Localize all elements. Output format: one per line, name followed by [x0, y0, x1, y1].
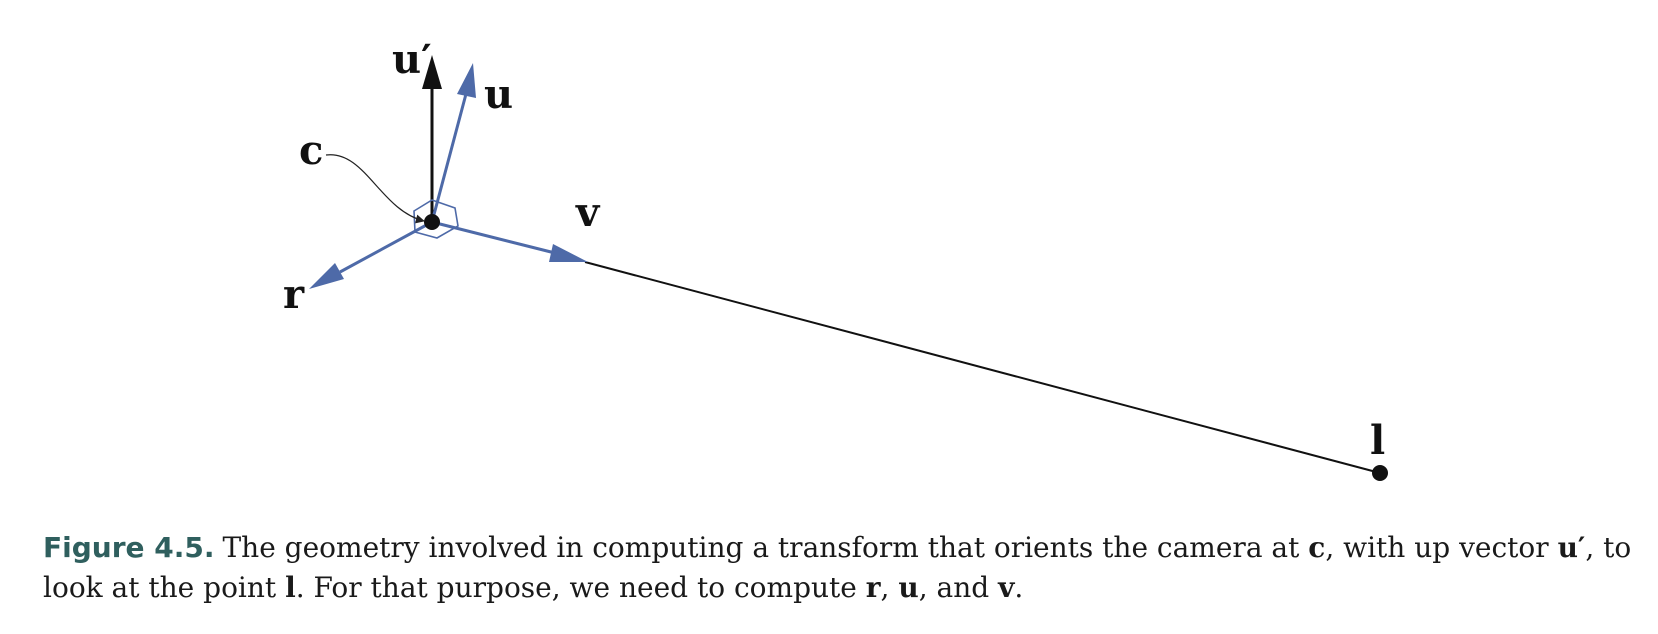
caption-symbol-u-prime: u′ [1557, 531, 1586, 564]
label-c: c [299, 127, 323, 174]
target-point-l [1372, 465, 1388, 481]
label-u-prime: u′ [392, 36, 432, 83]
figure-number: Figure 4.5. [43, 531, 215, 564]
vector-r [339, 220, 433, 274]
caption-symbol-u: u [898, 571, 919, 604]
camera-geometry-diagram: u′ u c v r l [283, 36, 1388, 481]
caption-text-6: , and [918, 571, 999, 604]
caption-symbol-r: r [865, 571, 881, 604]
caption-symbol-v: v [998, 571, 1015, 604]
caption-text-3: , to look at the point [43, 531, 1632, 604]
c-pointer-curve [325, 154, 425, 224]
vector-v-arrowhead [549, 244, 588, 262]
caption-text-2: , with up vector [1325, 531, 1558, 564]
label-l: l [1370, 417, 1385, 464]
caption-symbol-l: l [285, 571, 296, 604]
vector-r-arrowhead [309, 263, 344, 289]
caption-symbol-c: c [1308, 531, 1326, 564]
label-u: u [484, 71, 513, 118]
caption-text-1: The geometry involved in computing a tra… [222, 531, 1309, 564]
caption-text-7: . [1014, 571, 1024, 604]
vector-u [430, 93, 468, 223]
label-v: v [575, 189, 601, 236]
caption-text-5: , [880, 571, 899, 604]
up-vector-u-prime-arrowhead [422, 55, 442, 89]
camera-point-c [424, 214, 440, 230]
vector-v [431, 220, 556, 255]
caption-text-4: . For that purpose, we need to compute [295, 571, 866, 604]
view-line [584, 261, 1381, 474]
figure-caption: Figure 4.5.The geometry involved in comp… [43, 528, 1633, 608]
vector-u-arrowhead [457, 63, 476, 98]
label-r: r [283, 271, 305, 318]
camera-hexagon [413, 199, 459, 239]
